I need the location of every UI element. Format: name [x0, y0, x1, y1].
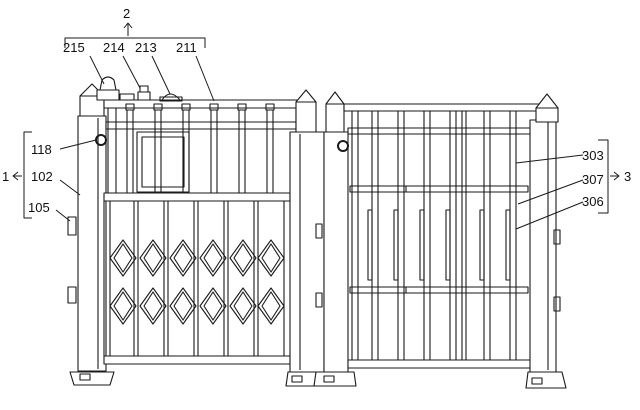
right-post	[525, 93, 567, 389]
label-213: 213	[135, 40, 157, 55]
reference-numerals: 2 215 214 213 211 118 1 102 105 303 307 …	[2, 6, 631, 215]
label-211: 211	[176, 40, 197, 55]
annotation-leaders	[12, 22, 620, 230]
label-215: 215	[63, 40, 85, 55]
label-118: 118	[31, 142, 52, 157]
center-post-left	[285, 89, 333, 387]
label-105: 105	[28, 200, 50, 215]
label-303: 303	[582, 148, 604, 163]
label-group-3: 3	[624, 169, 631, 184]
label-307: 307	[582, 172, 604, 187]
center-post-right	[313, 91, 357, 387]
label-306: 306	[582, 194, 604, 209]
label-group-2: 2	[123, 6, 130, 21]
right-gate-bars	[351, 110, 517, 361]
lattice-panel	[103, 192, 291, 365]
top-rail-211	[103, 99, 311, 199]
upper-bars-left	[125, 103, 275, 197]
speaker-213	[159, 93, 183, 102]
label-102: 102	[31, 169, 53, 184]
lamp-215	[96, 76, 120, 101]
right-gate-frame	[343, 103, 545, 369]
left-post	[67, 83, 115, 386]
label-group-1: 1	[2, 169, 9, 184]
camera-214	[137, 85, 151, 101]
label-214: 214	[103, 40, 125, 55]
